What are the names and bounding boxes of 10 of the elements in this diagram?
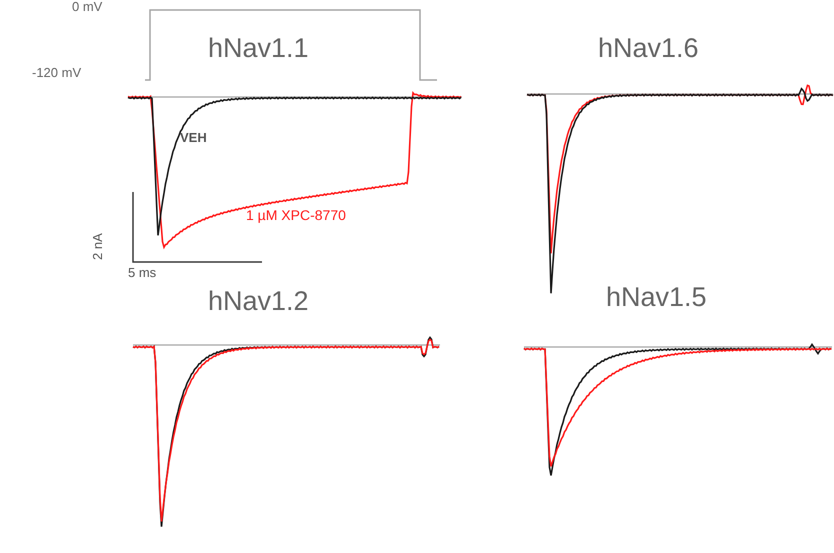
trace-label: 1 µM XPC-8770 — [246, 208, 346, 222]
scale-label: 5 ms — [128, 266, 156, 279]
scale-label: 2 nA — [91, 233, 104, 260]
panel-title: hNav1.2 — [208, 288, 309, 315]
voltage-label: 0 mV — [72, 0, 102, 13]
voltage-label: -120 mV — [32, 66, 82, 79]
panel-title: hNav1.5 — [606, 284, 707, 311]
panel-title: hNav1.1 — [208, 35, 309, 62]
panel-title: hNav1.6 — [598, 35, 699, 62]
trace-label: VEH — [180, 131, 207, 144]
